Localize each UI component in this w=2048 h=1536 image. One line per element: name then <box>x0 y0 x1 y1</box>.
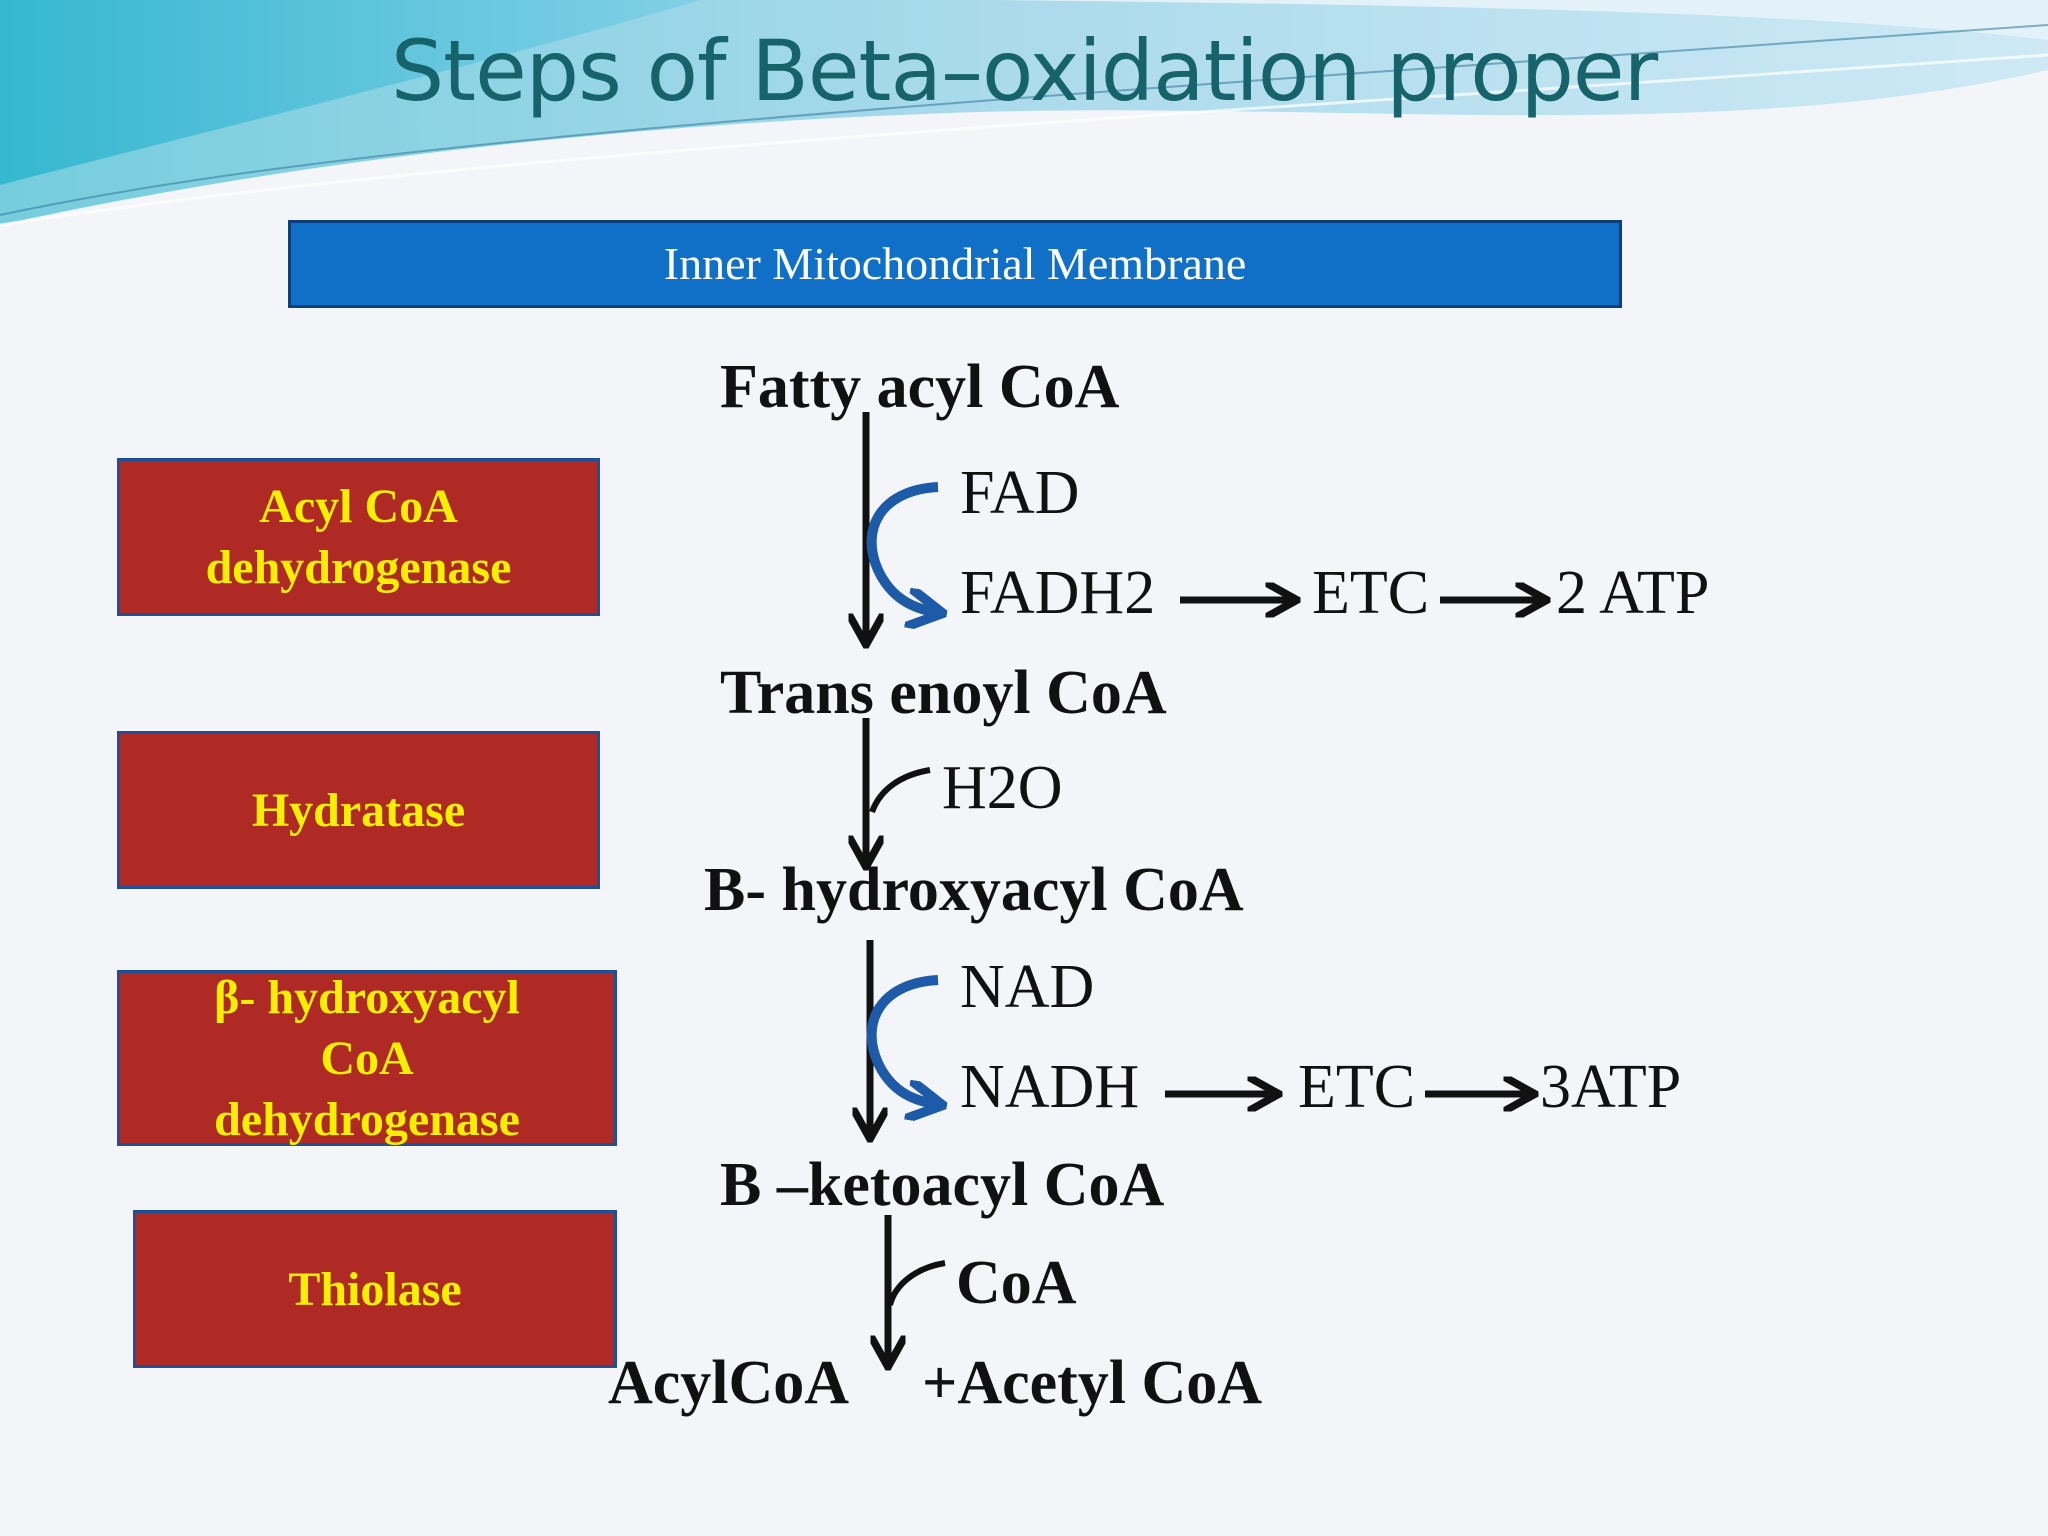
enzyme-line: Acyl CoA <box>259 480 458 533</box>
etc-label: ETC <box>1298 1053 1416 1121</box>
b-ketoacyl-coa: B –ketoacyl CoA <box>720 1151 1165 1219</box>
enzyme-acyl-coa-dehydrogenase: Acyl CoA dehydrogenase <box>117 458 600 616</box>
fad-label: FAD <box>960 459 1080 527</box>
inner-membrane-bar: Inner Mitochondrial Membrane <box>288 220 1622 308</box>
atp-label: 3ATP <box>1540 1053 1682 1121</box>
acyl-coa-product: AcylCoA <box>608 1349 850 1417</box>
nadh-label: NADH <box>960 1053 1140 1121</box>
fatty-acyl-coa: Fatty acyl CoA <box>720 353 1120 421</box>
trans-enoyl-coa: Trans enoyl CoA <box>720 659 1167 727</box>
enzyme-hydratase: Hydratase <box>117 731 600 889</box>
h2o-label: H2O <box>942 754 1063 822</box>
nad-label: NAD <box>960 953 1095 1021</box>
enzyme-line: CoA <box>320 1031 414 1085</box>
fadh2-label: FADH2 <box>960 559 1156 627</box>
b-hydroxyacyl-coa: B- hydroxyacyl CoA <box>704 856 1244 924</box>
enzyme-line: β- hydroxyacyl <box>214 970 520 1024</box>
coa-label: CoA <box>956 1249 1077 1317</box>
enzyme-thiolase: Thiolase <box>133 1210 617 1368</box>
atp-label: 2 ATP <box>1556 559 1710 627</box>
etc-arrows <box>1165 600 1540 1094</box>
enzyme-line: Thiolase <box>288 1262 462 1316</box>
slide-title: Steps of Beta–oxidation proper <box>390 22 1658 120</box>
cofactor-curves <box>866 482 945 1306</box>
enzyme-line: dehydrogenase <box>205 541 512 594</box>
enzyme-line: dehydrogenase <box>214 1092 520 1146</box>
enzyme-line: Hydratase <box>251 783 466 837</box>
enzyme-beta-hydroxyacyl-dehydrogenase: β- hydroxyacyl CoA dehydrogenase <box>117 970 617 1146</box>
etc-label: ETC <box>1312 559 1430 627</box>
acetyl-coa-product: +Acetyl CoA <box>922 1349 1263 1417</box>
